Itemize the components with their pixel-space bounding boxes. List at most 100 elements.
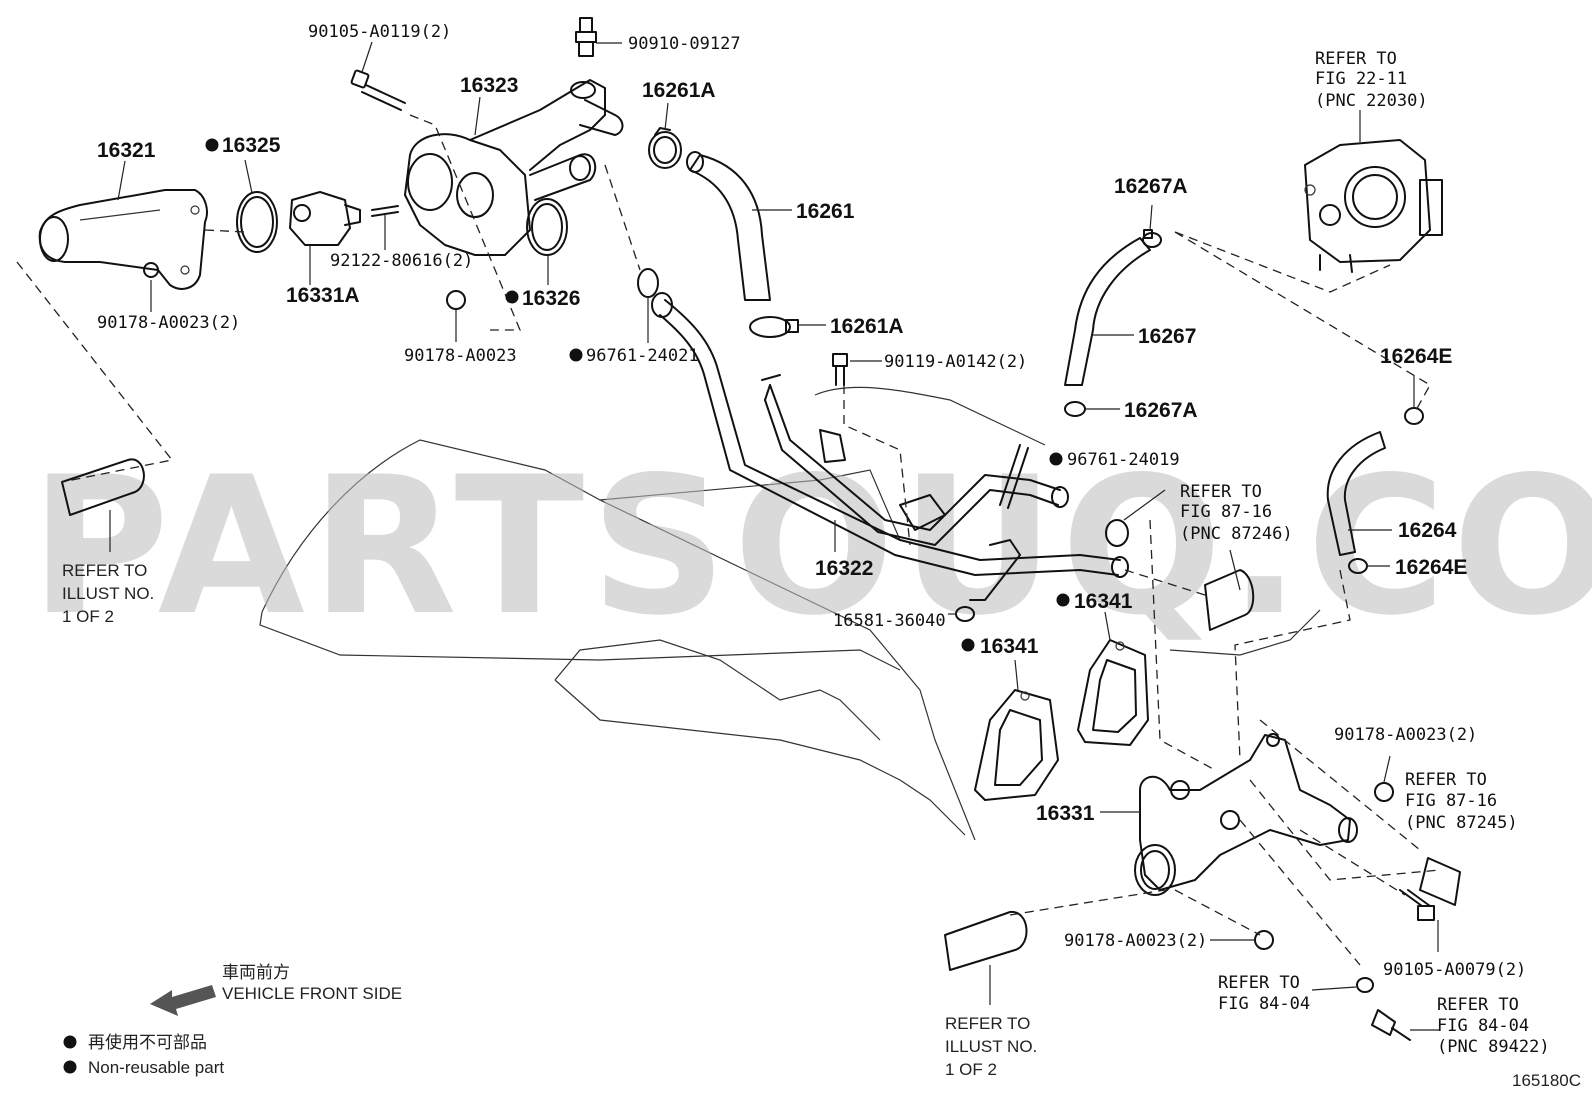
bullet-icon (63, 1060, 77, 1074)
svg-text:Non-reusable part: Non-reusable part (88, 1058, 224, 1077)
clamp-16264e-top (1404, 407, 1424, 425)
nonreusable-marker (1056, 593, 1070, 607)
label-16341-a: 16341 (1074, 590, 1133, 613)
ref-hose-87245 (1419, 857, 1461, 906)
bullet-icon (63, 1035, 77, 1049)
svg-text:FIG 84-04: FIG 84-04 (1437, 1016, 1529, 1036)
svg-text:1 OF 2: 1 OF 2 (62, 607, 114, 626)
ref-fig-87-16-a: REFER TO FIG 87-16 (PNC 87246) (1180, 482, 1293, 544)
label-16267a-bot: 16267A (1124, 399, 1198, 422)
svg-text:再使用不可部品: 再使用不可部品 (88, 1032, 207, 1052)
svg-text:FIG 87-16: FIG 87-16 (1405, 791, 1497, 811)
bolt-90119-a0142 (832, 353, 848, 386)
front-label-jp: 車両前方 (222, 963, 290, 982)
nut-90178-right (1374, 782, 1394, 802)
label-16323: 16323 (460, 74, 518, 97)
svg-text:FIG 22-11: FIG 22-11 (1315, 69, 1407, 89)
svg-text:(PNC 89422): (PNC 89422) (1437, 1037, 1550, 1057)
watermark: PARTSOUQ.COM (30, 436, 1592, 657)
svg-text:REFER TO: REFER TO (1437, 995, 1519, 1015)
front-arrow-icon (150, 985, 216, 1016)
nonreusable-marker (205, 138, 219, 152)
clamp-16267a-bot (1064, 401, 1086, 417)
gasket-16341-left (974, 689, 1059, 801)
label-16322: 16322 (815, 557, 873, 580)
clamp-16261a-mid (749, 316, 799, 338)
nonreusable-marker (505, 290, 519, 304)
svg-text:(PNC 22030): (PNC 22030) (1315, 91, 1428, 111)
svg-text:REFER TO: REFER TO (1218, 973, 1300, 993)
gasket-16325 (236, 191, 278, 253)
nonreusable-marker (961, 638, 975, 652)
label-16267a-top: 16267A (1114, 175, 1188, 198)
bolt-90105-a0079 (1399, 889, 1435, 921)
label-16264e-top: 16264E (1380, 345, 1452, 368)
label-16264: 16264 (1398, 519, 1457, 542)
thermostat-housing-16323 (404, 79, 624, 256)
ref-hose-87246 (1204, 569, 1255, 631)
svg-text:(PNC 87245): (PNC 87245) (1405, 813, 1518, 833)
nut-90178-bottom (1254, 930, 1274, 950)
throttle-body (1304, 139, 1443, 273)
water-outlet-16321 (38, 189, 208, 290)
label-16264e-bot: 16264E (1395, 556, 1467, 579)
clamp-16261a-top (648, 127, 682, 169)
label-16326: 16326 (522, 287, 580, 310)
label-96761-24021: 96761-24021 (586, 346, 699, 366)
water-bypass-pipe-16322 (651, 292, 1129, 601)
label-92122-80616: 92122-80616(2) (330, 251, 473, 271)
nonreusable-marker (1049, 452, 1063, 466)
label-16341-b: 16341 (980, 635, 1039, 658)
svg-text:FIG 87-16: FIG 87-16 (1180, 502, 1272, 522)
label-90178-a0023-2-left: 90178-A0023(2) (97, 313, 240, 333)
label-16261a-top: 16261A (642, 79, 716, 102)
front-label-en: VEHICLE FRONT SIDE (222, 984, 402, 1003)
svg-text:ILLUST NO.: ILLUST NO. (945, 1037, 1037, 1056)
washer (1356, 977, 1374, 993)
label-16267: 16267 (1138, 325, 1196, 348)
label-90105-a0119: 90105-A0119(2) (308, 22, 451, 42)
oring-96761-24019 (1105, 519, 1129, 547)
ref-illust-bottom: REFER TO ILLUST NO. 1 OF 2 (945, 1014, 1037, 1079)
svg-text:REFER TO: REFER TO (1180, 482, 1262, 502)
ref-fig-22-11: REFER TO FIG 22-11 (PNC 22030) (1315, 49, 1428, 111)
svg-text:REFER TO: REFER TO (62, 561, 147, 580)
ref-hose-bottom (944, 910, 1028, 971)
label-90178-a0023: 90178-A0023 (404, 346, 517, 366)
label-90105-a0079: 90105-A0079(2) (1383, 960, 1526, 980)
label-90178-a0023-2-right: 90178-A0023(2) (1334, 725, 1477, 745)
part-labels: 90105-A0119(2) 90910-09127 16323 16261A … (97, 22, 1526, 980)
nut-90178 (446, 290, 466, 310)
label-16581-36040: 16581-36040 (833, 611, 946, 631)
nonreusable-marker (569, 348, 583, 362)
hose-16264 (1326, 431, 1386, 556)
svg-text:REFER TO: REFER TO (1315, 49, 1397, 69)
svg-text:FIG 84-04: FIG 84-04 (1218, 994, 1310, 1014)
nut-icon (143, 262, 159, 278)
label-16261: 16261 (796, 200, 855, 223)
ref-fig-84-04-a: REFER TO FIG 84-04 (1218, 973, 1310, 1014)
water-inlet-16331 (1134, 733, 1358, 896)
label-16331: 16331 (1036, 802, 1095, 825)
hose-16261 (689, 154, 771, 301)
ref-fig-87-16-b: REFER TO FIG 87-16 (PNC 87245) (1405, 770, 1518, 833)
svg-text:1 OF 2: 1 OF 2 (945, 1060, 997, 1079)
label-16261a-mid: 16261A (830, 315, 904, 338)
ref-fig-84-04-b: REFER TO FIG 84-04 (PNC 89422) (1437, 995, 1550, 1057)
legend-vehicle-front: 車両前方 VEHICLE FRONT SIDE (150, 963, 402, 1016)
temperature-sensor (1371, 1009, 1411, 1041)
assembly-lines (16, 114, 1441, 966)
gasket-16341-right (1077, 639, 1149, 746)
label-90178-a0023-2-bottom: 90178-A0023(2) (1064, 931, 1207, 951)
ref-illust-left: REFER TO ILLUST NO. 1 OF 2 (62, 561, 154, 626)
oring-16326 (526, 198, 568, 256)
stud-92122 (371, 205, 399, 217)
svg-text:(PNC 87246): (PNC 87246) (1180, 524, 1293, 544)
label-90910-09127: 90910-09127 (628, 34, 741, 54)
figure-id: 165180C (1512, 1071, 1581, 1090)
thermostat-16331a (289, 191, 361, 246)
engine-block-outline (259, 386, 1321, 841)
svg-text:REFER TO: REFER TO (1405, 770, 1487, 790)
bolt-90105-a0119 (350, 69, 406, 111)
